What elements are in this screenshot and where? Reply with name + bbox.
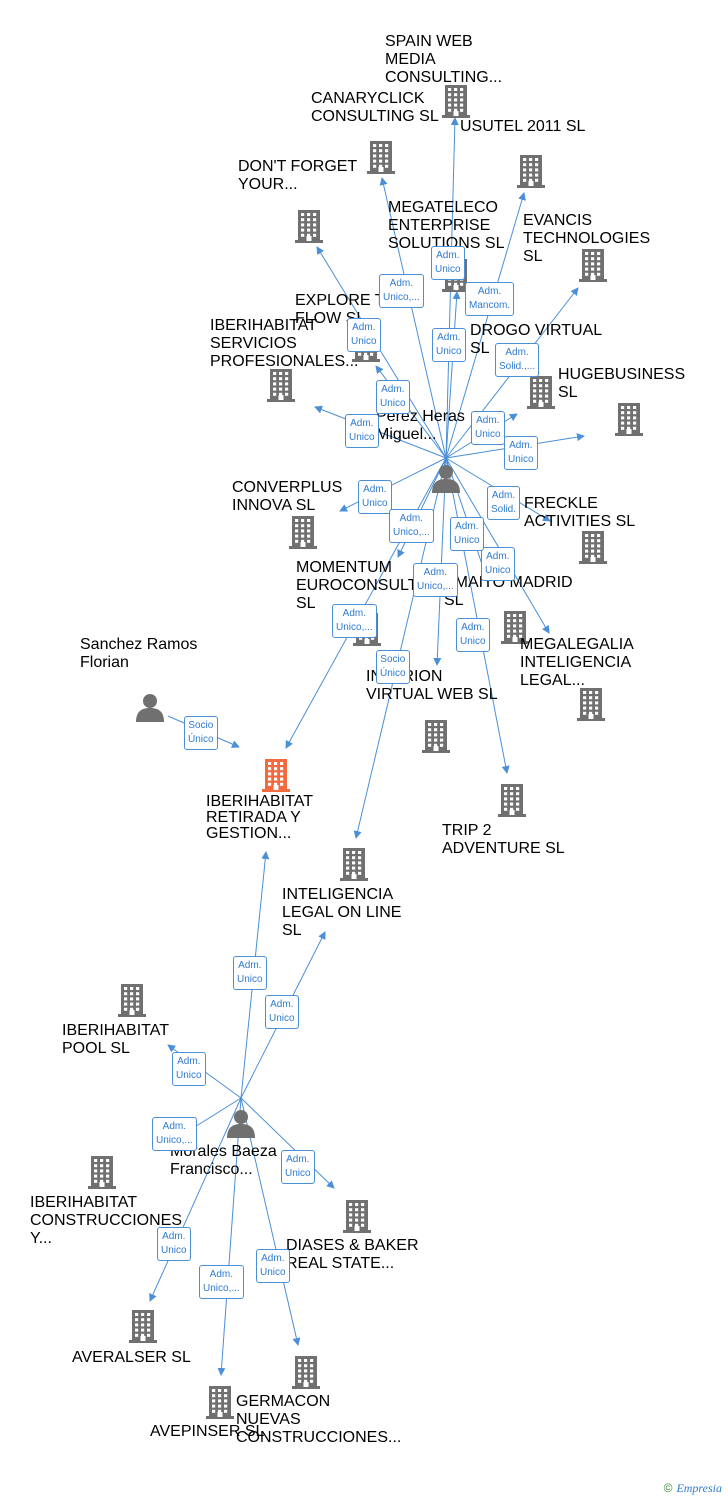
node-label: INTELIGENCIA LEGAL ON LINE SL — [282, 885, 402, 939]
node-label: CANARYCLICK CONSULTING SL — [311, 89, 439, 125]
person-icon — [431, 463, 461, 498]
credit: ©Empresia — [664, 1481, 722, 1496]
node-label: MOMENTUM EUROCONSULTING SL — [296, 558, 446, 612]
edge-perez-to-usutel — [445, 192, 526, 459]
edge-morales-to-germacon — [240, 1097, 301, 1346]
building-icon — [615, 402, 643, 441]
node-label: IBERIHABITAT CONSTRUCCIONES Y... — [30, 1193, 183, 1247]
relation-label[interactable]: Adm. Unico,... — [152, 1117, 197, 1151]
building-icon — [129, 1309, 157, 1348]
edge-perez-to-iberihabitat_servicios — [314, 405, 447, 459]
node-label: DIASES & BAKER REAL STATE... — [286, 1236, 419, 1272]
relation-label[interactable]: Adm. Unico — [376, 380, 410, 414]
building-icon — [295, 209, 323, 248]
person-icon — [226, 1108, 256, 1143]
edge-perez-to-megalegalia — [445, 457, 550, 634]
building-icon — [517, 154, 545, 193]
relation-label[interactable]: Socio Único — [184, 716, 218, 750]
node-label: Sanchez Ramos Florian — [80, 635, 198, 671]
edge-perez-to-dont_forget — [316, 246, 447, 459]
building-icon — [579, 248, 607, 287]
building-icon — [340, 847, 368, 886]
building-icon — [343, 1199, 371, 1238]
relation-label[interactable]: Adm. Unico — [431, 246, 465, 280]
relation-label[interactable]: Adm. Solid.,... — [495, 343, 540, 377]
relation-label[interactable]: Adm. Unico — [481, 547, 515, 581]
building-icon — [206, 1385, 234, 1424]
building-icon — [262, 758, 290, 797]
node-label: IBERIHABITAT POOL SL — [62, 1022, 169, 1057]
relation-label[interactable]: Adm. Unico — [358, 480, 392, 514]
relation-label[interactable]: Adm. Solid. — [487, 486, 521, 520]
node-label: FRECKLE ACTIVITIES SL — [524, 495, 636, 530]
relation-label[interactable]: Adm. Unico — [233, 956, 267, 990]
relation-label[interactable]: Adm. Unico — [456, 618, 490, 652]
relation-label[interactable]: Adm. Unico — [281, 1150, 315, 1184]
edge-perez-to-megateleco — [445, 291, 461, 459]
edge-perez-to-iberihabitat_retirada — [285, 457, 447, 749]
edge-perez-to-converplus — [339, 457, 447, 512]
building-icon — [422, 719, 450, 758]
building-icon — [527, 375, 555, 414]
relation-label[interactable]: Adm. Unico — [471, 411, 505, 445]
building-icon — [442, 84, 470, 123]
node-label: DON'T FORGET YOUR... — [238, 157, 357, 193]
node-label: MEGATELECO ENTERPRISE SOLUTIONS SL — [388, 198, 505, 252]
relation-label[interactable]: Adm. Unico — [432, 328, 466, 362]
relation-label[interactable]: Adm. Mancom. — [465, 282, 515, 316]
node-label: GERMACON NUEVAS CONSTRUCCIONES... — [236, 1392, 402, 1446]
relation-label[interactable]: Socio Único — [376, 650, 410, 684]
node-label: IBERIHABITAT SERVICIOS PROFESIONALES... — [210, 316, 359, 370]
edge-perez-to-canaryclick — [379, 177, 447, 459]
node-label: MEGALEGALIA INTELIGENCIA LEGAL... — [520, 635, 633, 689]
edge-morales-to-diases — [240, 1097, 335, 1189]
relation-label[interactable]: Adm. Unico,... — [389, 509, 434, 543]
relation-label[interactable]: Adm. Unico — [256, 1249, 290, 1283]
node-label: AVEPINSER SL — [150, 1422, 265, 1440]
building-icon — [577, 687, 605, 726]
relation-label[interactable]: Adm. Unico — [172, 1052, 206, 1086]
building-icon — [118, 983, 146, 1022]
building-icon — [289, 515, 317, 554]
person-icon — [135, 692, 165, 727]
building-icon — [498, 783, 526, 822]
building-icon — [501, 610, 529, 649]
brand-logo[interactable]: Empresia — [676, 1481, 722, 1495]
edge-perez-to-trip2 — [445, 457, 510, 774]
node-label: TRIP 2 ADVENTURE SL — [442, 821, 565, 857]
relation-label[interactable]: Adm. Unico,... — [413, 563, 458, 597]
relation-label[interactable]: Adm. Unico — [347, 318, 381, 352]
node-label: IBERIHABITAT RETIRADA Y GESTION... — [206, 793, 313, 842]
relation-label[interactable]: Adm. Unico — [450, 517, 484, 551]
node-label: CONVERPLUS INNOVA SL — [232, 479, 343, 514]
edge-morales-to-averalser — [149, 1097, 242, 1302]
edge-morales-to-avepinser — [217, 1097, 242, 1376]
node-label: SPAIN WEB MEDIA CONSULTING... — [385, 32, 503, 86]
copyright-symbol: © — [663, 1481, 673, 1495]
relation-label[interactable]: Adm. Unico — [157, 1227, 191, 1261]
building-icon — [267, 368, 295, 407]
building-icon — [367, 140, 395, 179]
relation-label[interactable]: Adm. Unico — [345, 414, 379, 448]
relation-label[interactable]: Adm. Unico,... — [199, 1265, 244, 1299]
node-label: USUTEL 2011 SL — [460, 118, 586, 135]
node-label: HUGEBUSINESS SL — [558, 366, 686, 401]
relation-label[interactable]: Adm. Unico,... — [332, 604, 377, 638]
building-icon — [579, 530, 607, 569]
node-label: DROGO VIRTUAL SL — [470, 321, 602, 357]
relation-label[interactable]: Adm. Unico — [504, 436, 538, 470]
node-label: EVANCIS TECHNOLOGIES SL — [523, 212, 651, 265]
building-icon — [88, 1155, 116, 1194]
building-icon — [292, 1355, 320, 1394]
relation-label[interactable]: Adm. Unico,... — [379, 274, 424, 308]
node-label: AVERALSER SL — [72, 1348, 191, 1366]
relation-label[interactable]: Adm. Unico — [265, 995, 299, 1029]
